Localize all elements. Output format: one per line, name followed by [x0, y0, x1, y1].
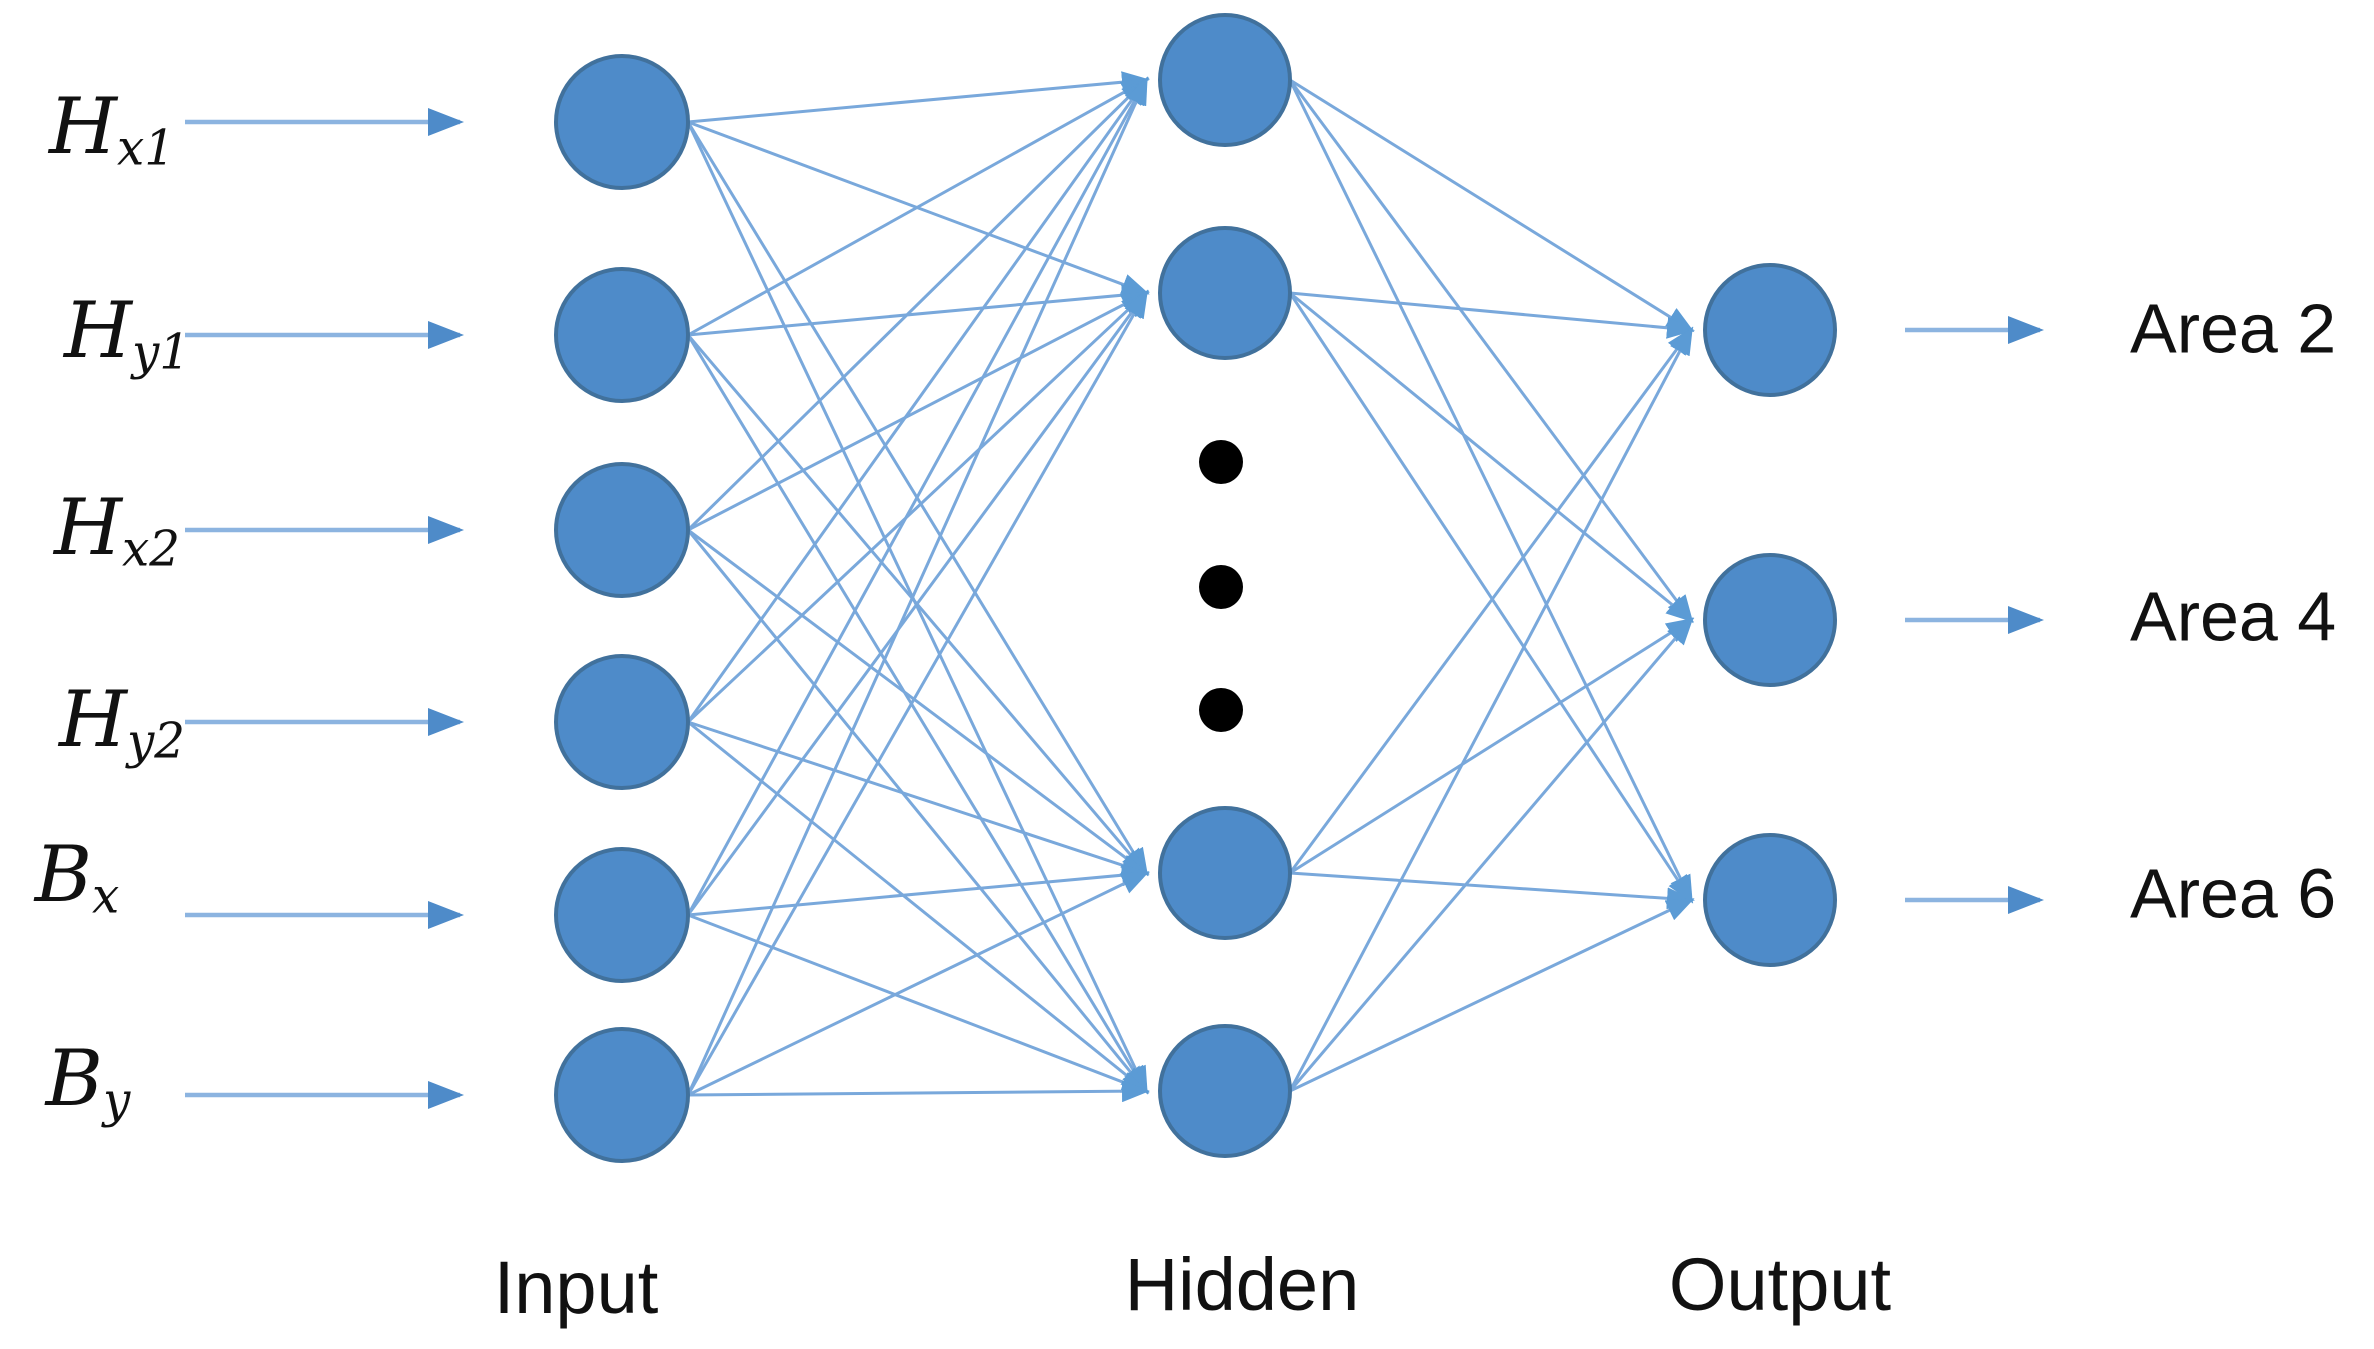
input-label-base: H [63, 286, 132, 376]
output-node [1703, 263, 1837, 397]
connection-input-hidden [686, 77, 1149, 532]
output-node [1703, 833, 1837, 967]
output-label-area4: Area 4 [2130, 577, 2337, 656]
input-label-subscript: x1 [116, 120, 176, 177]
input-label-hy2: Hy2 [59, 681, 185, 766]
input-label-base: B [34, 830, 93, 920]
connection-hidden-output [1289, 617, 1695, 875]
connection-input-hidden [687, 284, 1150, 337]
hidden-node [1158, 13, 1292, 147]
connection-input-hidden [687, 720, 1150, 876]
input-node [554, 462, 690, 598]
layer-label-input: Input [493, 1246, 659, 1329]
input-node [554, 54, 690, 190]
ellipsis-dot [1199, 688, 1243, 732]
layer-label-output: Output [1668, 1243, 1892, 1326]
output-node [1703, 553, 1837, 687]
connection-input-hidden [687, 1080, 1150, 1103]
input-label-by: By [46, 1040, 131, 1125]
connection-hidden-output [1288, 79, 1694, 624]
input-label-base: B [45, 1034, 103, 1124]
hidden-node [1158, 1024, 1292, 1158]
input-label-hx2: Hx2 [54, 489, 180, 574]
input-label-bx: Bx [35, 836, 120, 921]
connection-input-hidden [686, 334, 1149, 1095]
connection-input-hidden [687, 528, 1150, 876]
connection-input-hidden [686, 290, 1149, 724]
connection-hidden-output [1288, 326, 1694, 874]
connection-hidden-output [1288, 616, 1694, 1092]
output-label-area6: Area 6 [2130, 854, 2337, 933]
input-node [554, 654, 690, 790]
input-label-subscript: x2 [121, 521, 181, 578]
connection-input-hidden [686, 289, 1149, 916]
connection-hidden-output [1288, 79, 1693, 904]
connection-hidden-output [1289, 291, 1695, 339]
connection-input-hidden [687, 913, 1150, 1093]
input-label-base: H [53, 483, 122, 573]
input-label-hx1: Hx1 [49, 88, 175, 173]
input-label-subscript: y1 [131, 324, 191, 381]
output-label-area2: Area 2 [2130, 289, 2337, 368]
input-label-subscript: x [92, 868, 120, 925]
input-label-base: H [48, 82, 117, 172]
connection-hidden-output [1289, 291, 1695, 623]
hidden-node [1158, 806, 1292, 940]
connection-input-hidden [686, 289, 1148, 1096]
connection-hidden-output [1289, 871, 1695, 910]
connection-input-hidden [687, 720, 1150, 1094]
hidden-node [1158, 226, 1292, 360]
connection-hidden-output [1288, 292, 1694, 904]
connection-input-hidden [687, 71, 1150, 124]
connection-input-hidden [687, 864, 1150, 917]
input-label-subscript: y [103, 1072, 131, 1129]
connection-lines [686, 71, 1695, 1103]
input-label-hy1: Hy1 [64, 292, 190, 377]
connection-input-hidden [686, 76, 1148, 916]
connection-input-hidden [686, 529, 1149, 1095]
ellipsis-dot [1199, 440, 1243, 484]
layer-label-hidden: Hidden [1124, 1243, 1360, 1326]
input-label-base: H [58, 675, 127, 765]
input-label-subscript: y2 [126, 713, 186, 770]
connection-input-hidden [686, 76, 1149, 723]
connection-input-hidden [687, 871, 1150, 1097]
connection-input-hidden [687, 78, 1150, 337]
connection-hidden-output [1289, 898, 1695, 1093]
connection-input-hidden [687, 291, 1150, 532]
label-arrows [185, 108, 2044, 1109]
input-node [554, 1027, 690, 1163]
ellipsis-dot [1199, 565, 1243, 609]
input-node [554, 847, 690, 983]
connection-input-hidden [686, 76, 1148, 1096]
input-node [554, 267, 690, 403]
connection-hidden-output [1288, 326, 1693, 1092]
nodes [554, 13, 1837, 1163]
connection-hidden-output [1289, 78, 1695, 333]
